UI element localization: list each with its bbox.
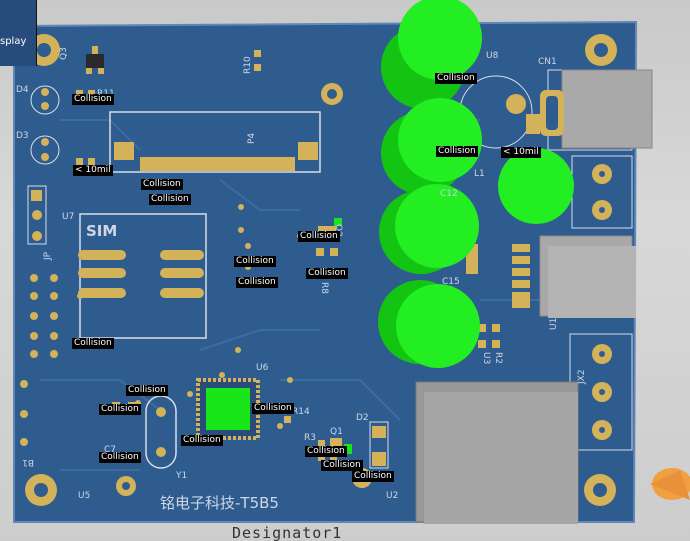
ref-b1: B1 <box>22 457 34 467</box>
collision-label[interactable]: Collision <box>436 146 478 157</box>
transistor-q3 <box>86 46 104 74</box>
ref-u3: U3 <box>481 352 491 364</box>
collision-label[interactable]: Collision <box>306 268 348 279</box>
ref-u7: U7 <box>62 212 74 222</box>
collision-label[interactable]: Collision <box>236 277 278 288</box>
ref-u2: U2 <box>386 491 398 501</box>
sim-holder <box>78 213 207 339</box>
diode-d2 <box>369 421 389 469</box>
led-d4 <box>30 85 60 115</box>
sim-label: SIM <box>86 222 117 240</box>
ref-d3: D3 <box>16 131 29 141</box>
ref-cn1: CN1 <box>538 57 557 67</box>
ref-u1: U1 <box>549 318 559 330</box>
orange-marker <box>650 468 690 500</box>
ref-r3: R3 <box>304 433 316 443</box>
collision-label[interactable]: Collision <box>234 256 276 267</box>
ref-p: P4 <box>247 133 257 144</box>
connector-top-right <box>571 155 633 229</box>
ref-u6: U6 <box>256 363 269 373</box>
connector-jx2 <box>569 333 633 451</box>
ref-q3: Q3 <box>59 47 69 60</box>
connector-u1 <box>512 235 636 318</box>
collision-label[interactable]: Collision <box>99 404 141 415</box>
ref-r14: R14 <box>292 407 310 417</box>
ref-u5: U5 <box>78 491 90 501</box>
connector-cn1 <box>540 69 653 151</box>
collision-label[interactable]: Collision <box>305 446 347 457</box>
clearance-label[interactable]: < 10mil <box>501 147 541 158</box>
collision-label[interactable]: Collision <box>149 194 191 205</box>
left-pin-header <box>30 274 58 358</box>
ref-jp: JP <box>43 251 53 261</box>
toolbar-panel[interactable]: splay <box>0 0 37 66</box>
led-d3 <box>30 135 60 165</box>
clearance-label[interactable]: < 10mil <box>73 165 113 176</box>
ref-jx2: JX2 <box>577 369 587 385</box>
collision-label[interactable]: Collision <box>126 385 168 396</box>
collision-label[interactable]: Collision <box>99 452 141 463</box>
collision-label[interactable]: Collision <box>141 179 183 190</box>
collision-label[interactable]: Collision <box>181 435 223 446</box>
ref-c12: C12 <box>440 189 458 199</box>
ref-q1: Q1 <box>330 427 343 437</box>
ref-r10: R10 <box>243 56 253 74</box>
collision-label[interactable]: Collision <box>72 338 114 349</box>
ref-c15: C15 <box>442 277 460 287</box>
header-jp <box>27 185 47 245</box>
ref-r8: R8 <box>319 282 329 294</box>
ref-l1: L1 <box>474 169 485 179</box>
collision-label[interactable]: Collision <box>352 471 394 482</box>
designator-label: Designator1 <box>232 524 343 541</box>
ref-d4: D4 <box>16 85 29 95</box>
capacitor-cylinders <box>378 0 574 368</box>
ref-y1: Y1 <box>175 471 187 481</box>
ref-u8: U8 <box>486 51 499 61</box>
crystal-y1 <box>145 395 177 469</box>
ref-q2: Q2 <box>333 224 343 237</box>
ref-d2: D2 <box>356 413 369 423</box>
collision-label[interactable]: Collision <box>435 73 477 84</box>
fpc-connector <box>109 111 321 173</box>
collision-label[interactable]: Collision <box>321 460 363 471</box>
ref-r2: R2 <box>493 352 503 364</box>
board-title-text: 铭电子科技-T5B5 <box>160 494 279 512</box>
collision-label[interactable]: Collision <box>72 94 114 105</box>
ic-u6 <box>196 378 260 440</box>
resistor-r10 <box>254 50 261 71</box>
ref-c7: C7 <box>104 445 116 455</box>
collision-label[interactable]: Collision <box>252 403 294 414</box>
display-tab[interactable]: splay <box>0 36 27 47</box>
collision-label[interactable]: Collision <box>298 231 340 242</box>
connector-u2 <box>415 381 579 524</box>
silkscreen-refs: Q3 R10 D4 R11 D3 P4 U7 JP Q2 R8 U8 CN1 L… <box>16 47 587 501</box>
